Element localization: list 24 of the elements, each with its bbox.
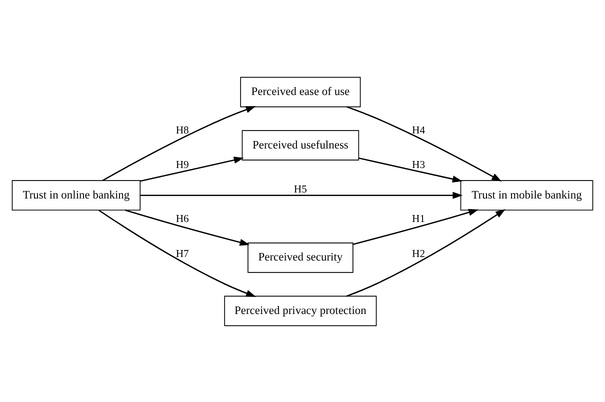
node-box: Perceived usefulness xyxy=(242,130,360,160)
arrow xyxy=(140,191,463,198)
node-box: Trust in online banking xyxy=(12,180,141,210)
edge-label: H4 xyxy=(412,124,426,136)
arrow xyxy=(352,208,479,244)
edge-label: H6 xyxy=(176,213,189,224)
arrow xyxy=(140,156,244,182)
node-box: Perceived ease of use xyxy=(240,76,361,107)
arrow xyxy=(98,209,256,296)
arrow xyxy=(346,106,502,182)
edge-label: H8 xyxy=(176,124,189,136)
arrow xyxy=(102,106,256,181)
edge-label: H3 xyxy=(412,159,426,170)
node-box: Trust in mobile banking xyxy=(460,180,594,210)
arrow xyxy=(346,208,506,296)
edge-label: H7 xyxy=(176,248,189,260)
node-box: Perceived privacy protection xyxy=(224,295,377,326)
edge-label: H2 xyxy=(412,248,426,260)
arrow xyxy=(358,157,462,182)
node-box: Perceived security xyxy=(248,242,354,272)
edge-label: H9 xyxy=(176,159,189,170)
edge-label: H5 xyxy=(294,184,307,195)
edge-label: H1 xyxy=(412,213,426,224)
arrow xyxy=(125,209,250,246)
